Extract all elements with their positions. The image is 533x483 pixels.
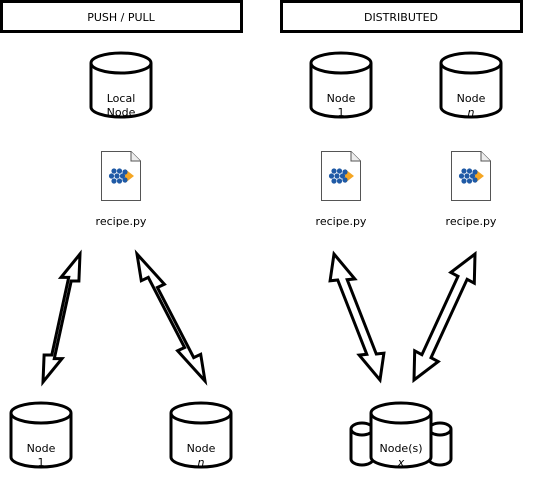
recipe-file-label-node-n: recipe.py <box>446 215 497 228</box>
python-file-icon <box>101 151 141 201</box>
local-node-label-line1: Local <box>107 92 136 105</box>
double-headed-arrow-icon <box>328 250 386 384</box>
panel-distributed: DISTRIBUTED Node 1 Node n recipe.py reci… <box>280 0 523 469</box>
push-pull-header-box <box>0 0 243 33</box>
recipe-file-label-node-1: recipe.py <box>316 215 367 228</box>
node-n-label-line2: n <box>198 456 205 469</box>
node-1-label-line1: Node <box>27 442 56 455</box>
node-1-label-line2: 1 <box>38 456 45 469</box>
top-node-n-label-line1: Node <box>457 92 486 105</box>
panel-push-pull: PUSH / PULL Local Node recipe.py Node 1 … <box>0 0 243 469</box>
python-file-icon <box>451 151 491 201</box>
cluster-label-line1: Node(s) <box>379 442 422 455</box>
cluster-label-line2: x <box>397 456 405 469</box>
top-node-1-label-line2: 1 <box>338 106 345 119</box>
local-node-label-line2: Node <box>107 106 136 119</box>
double-headed-arrow-icon <box>41 249 82 387</box>
top-node-1-label-line1: Node <box>327 92 356 105</box>
push-pull-header-title: PUSH / PULL <box>87 11 155 24</box>
recipe-file-label: recipe.py <box>96 215 147 228</box>
distributed-header-title: DISTRIBUTED <box>364 11 438 24</box>
python-file-icon <box>321 151 361 201</box>
double-headed-arrow-icon <box>134 249 208 386</box>
distributed-header-box <box>280 0 523 33</box>
top-node-n-label-line2: n <box>468 106 475 119</box>
double-headed-arrow-icon <box>412 250 477 384</box>
node-n-label-line1: Node <box>187 442 216 455</box>
